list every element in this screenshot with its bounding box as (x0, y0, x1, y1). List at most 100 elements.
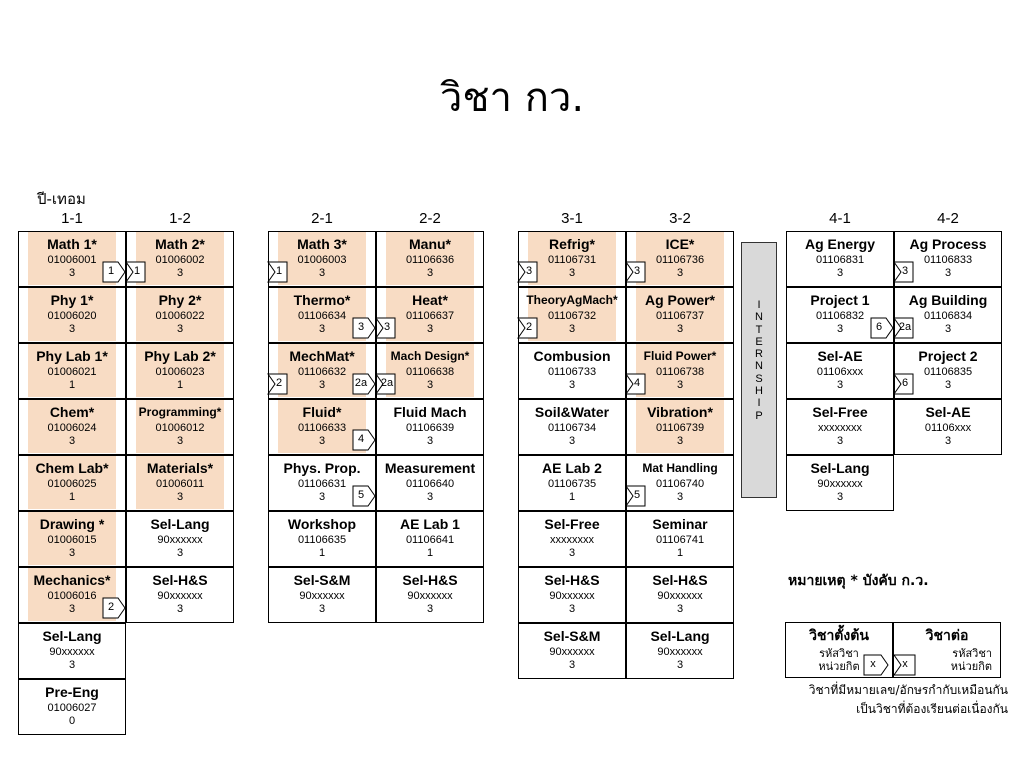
course-name: AE Lab 1 (400, 516, 460, 532)
course-code: 01106738 (655, 366, 705, 378)
course-name: Programming* (138, 405, 222, 419)
course-name: Pre-Eng (45, 684, 99, 700)
course-name: Sel-H&S (402, 572, 458, 588)
course-code: xxxxxxxx (550, 534, 594, 546)
course-code: 01106635 (297, 534, 347, 546)
sequence-tag-label: 2a (354, 377, 368, 389)
course-code: 01106641 (405, 534, 455, 546)
course-code: 01106741 (655, 534, 705, 546)
sequence-tag-label: 5 (357, 489, 365, 501)
internship-letter: N (755, 311, 763, 324)
required-highlight (386, 343, 474, 397)
course-name: Ag Building (908, 292, 988, 308)
sequence-tag-label: 3 (383, 321, 391, 333)
course-credit: 3 (944, 435, 952, 447)
required-highlight (28, 343, 116, 397)
course-credit: 3 (676, 379, 684, 391)
required-highlight (636, 287, 724, 341)
course-credit: 3 (836, 491, 844, 503)
term-header: 4-1 (829, 210, 851, 227)
note-title: หมายเหตุ * บังคับ ก.ว. (788, 573, 929, 589)
sequence-tag-label: 6 (875, 321, 883, 333)
course-code: 01006001 (47, 254, 97, 266)
course-credit: 3 (944, 323, 952, 335)
course-credit: 3 (318, 267, 326, 279)
course-code: 01106636 (405, 254, 455, 266)
required-highlight (636, 343, 724, 397)
required-highlight (136, 343, 224, 397)
term-header: 2-2 (419, 210, 441, 227)
course-credit: 3 (836, 323, 844, 335)
course-credit: 3 (568, 603, 576, 615)
course-credit: 3 (68, 323, 76, 335)
course-name: Ag Energy (804, 236, 875, 252)
course-code: 01106740 (655, 478, 705, 490)
course-name: Heat* (412, 292, 448, 308)
internship-letter: P (755, 409, 763, 422)
course-name: Math 3* (297, 236, 347, 252)
internship-letter: E (755, 335, 763, 348)
sequence-tag-label: 1 (107, 265, 115, 277)
legend-next-credit: หน่วยกิต (950, 660, 992, 673)
course-name: Sel-Lang (650, 628, 710, 644)
course-credit: 3 (68, 435, 76, 447)
course-code: 90xxxxxx (49, 646, 95, 658)
required-highlight (528, 231, 616, 285)
course-credit: 3 (318, 379, 326, 391)
sequence-tag-label: 4 (357, 433, 365, 445)
course-credit: 3 (426, 603, 434, 615)
sequence-tag-label: 3 (901, 265, 909, 277)
course-credit: 3 (318, 491, 326, 503)
course-credit: 3 (318, 435, 326, 447)
course-name: ICE* (665, 236, 695, 252)
course-credit: 3 (568, 267, 576, 279)
course-name: Sel-Lang (150, 516, 210, 532)
course-code: 01106734 (547, 422, 597, 434)
course-credit: 3 (568, 659, 576, 671)
course-name: Math 1* (47, 236, 97, 252)
course-credit: 3 (676, 323, 684, 335)
course-name: Sel-Free (544, 516, 600, 532)
course-credit: 3 (568, 435, 576, 447)
course-credit: 3 (176, 491, 184, 503)
course-credit: 3 (426, 323, 434, 335)
course-code: 90xxxxxx (157, 534, 203, 546)
course-name: Manu* (409, 236, 451, 252)
course-credit: 3 (568, 379, 576, 391)
term-header: 1-2 (169, 210, 191, 227)
required-highlight (136, 231, 224, 285)
course-credit: 3 (676, 267, 684, 279)
required-highlight (278, 399, 366, 453)
course-code: 01006021 (47, 366, 97, 378)
required-highlight (528, 287, 616, 341)
course-code: 01006002 (155, 254, 205, 266)
course-name: Measurement (384, 460, 476, 476)
required-highlight (278, 287, 366, 341)
required-highlight (636, 399, 724, 453)
course-name: Seminar (652, 516, 708, 532)
